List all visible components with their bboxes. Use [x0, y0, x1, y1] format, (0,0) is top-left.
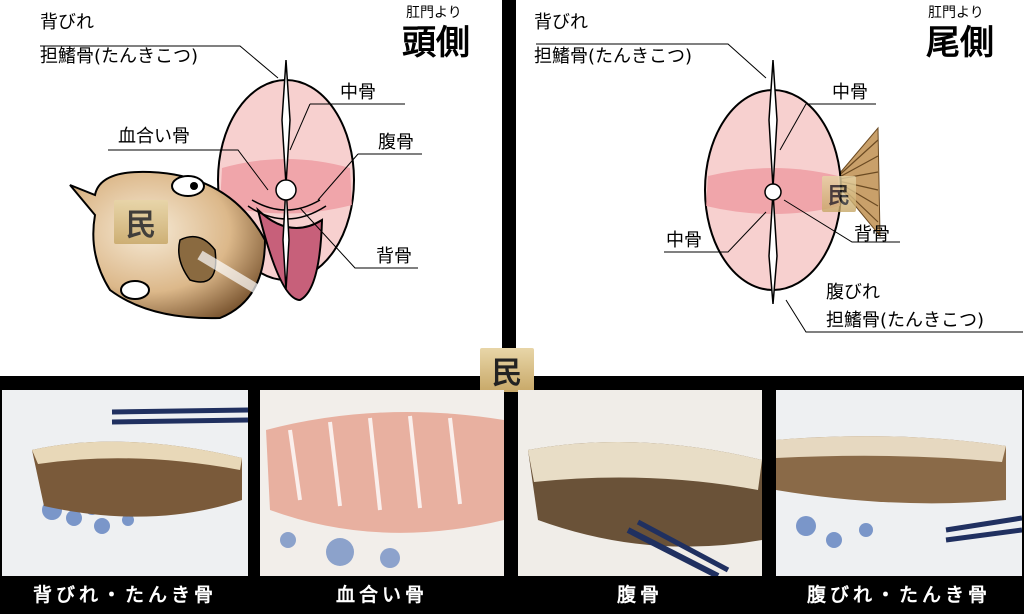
photo-blood-bone — [260, 390, 504, 576]
side-title: 尾側 — [926, 23, 994, 63]
label-central-bone: 中骨 — [340, 82, 376, 103]
photo-belly-bone — [518, 390, 762, 576]
side-title: 頭側 — [402, 23, 470, 63]
side-note-small: 肛門より — [406, 5, 462, 21]
tail-side-illustration — [536, 43, 1023, 333]
caption-dorsal-fin-bones: 背びれ・たんき骨 — [32, 584, 217, 606]
label-anal-fin: 腹びれ — [826, 282, 880, 303]
label-dorsal-pterygiophore: 担鰭骨(たんきこつ) — [534, 46, 693, 67]
caption-anal-fin-bones: 腹びれ・たんき骨 — [806, 584, 991, 606]
label-dorsal-fin: 背びれ — [40, 12, 94, 33]
side-note-small: 肛門より — [928, 5, 984, 21]
label-back-bone: 背骨 — [854, 224, 890, 245]
photo-dorsal-fin-bones — [2, 390, 248, 576]
head-side-diagram: 背びれ 担鰭骨(たんきこつ) 中骨 血合い骨 腹骨 背骨 肛門より 頭側 民 — [0, 0, 502, 376]
label-back-bone: 背骨 — [376, 246, 412, 267]
label-dorsal-pterygiophore: 担鰭骨(たんきこつ) — [40, 46, 199, 67]
caption-blood-bone: 血合い骨 — [335, 584, 428, 606]
label-belly-bone: 腹骨 — [378, 132, 414, 153]
caption-belly-bone: 腹骨 — [616, 584, 663, 606]
photo-anal-fin-bones — [776, 390, 1022, 576]
label-central-bone-lower: 中骨 — [666, 230, 702, 251]
cross-section-tail — [704, 59, 842, 305]
tail-side-diagram: 背びれ 担鰭骨(たんきこつ) 中骨 中骨 背骨 腹びれ 担鰭骨(たんきこつ) 肛… — [516, 0, 1024, 376]
label-dorsal-fin: 背びれ — [534, 12, 588, 33]
watermark-logo: 民 — [822, 176, 856, 212]
watermark-logo: 民 — [114, 200, 168, 244]
center-logo: 民 — [480, 348, 534, 392]
leader-lines — [40, 45, 422, 269]
label-blood-bone: 血合い骨 — [118, 126, 190, 147]
label-central-bone-upper: 中骨 — [832, 82, 868, 103]
label-anal-pterygiophore: 担鰭骨(たんきこつ) — [826, 310, 985, 331]
leader-lines — [536, 43, 1023, 333]
